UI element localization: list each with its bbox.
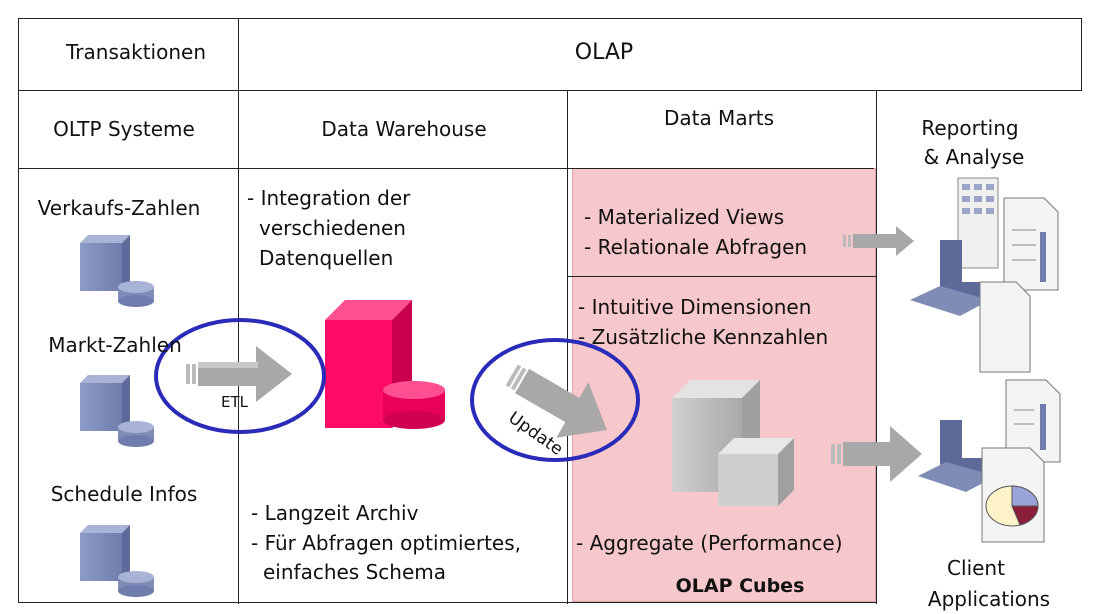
dwh-integration-line-2: verschiedenen bbox=[259, 216, 406, 240]
data-warehouse-server-icon bbox=[325, 300, 445, 429]
marts-dimensions-line-1: - Intuitive Dimensionen bbox=[578, 295, 812, 319]
server-icon-markt bbox=[80, 375, 154, 447]
dwh-integration-line-1: - Integration der bbox=[247, 186, 411, 210]
column-header-divider bbox=[18, 168, 874, 169]
dwh-integration-line-3: Datenquellen bbox=[259, 246, 394, 270]
header-divider bbox=[18, 90, 1082, 91]
column-header-dwh: Data Warehouse bbox=[321, 117, 487, 141]
marts-views-line-1: - Materialized Views bbox=[584, 205, 785, 229]
report-documents-icon bbox=[910, 177, 1059, 373]
views-to-reporting-arrow bbox=[843, 226, 914, 256]
cubes-to-client-arrow bbox=[831, 426, 922, 482]
etl-ellipse bbox=[154, 318, 326, 434]
etl-label: ETL bbox=[221, 393, 248, 411]
client-applications-icon bbox=[918, 379, 1061, 543]
marts-views-line-2: - Relationale Abfragen bbox=[584, 235, 808, 259]
client-label-1: Client bbox=[947, 556, 1005, 580]
column-header-reporting-1: Reporting bbox=[921, 116, 1019, 140]
source-label-verkauf: Verkaufs-Zahlen bbox=[37, 196, 201, 220]
olap-header: OLAP bbox=[574, 40, 634, 65]
outer-right-border bbox=[1081, 18, 1082, 91]
dwh-archive-line-3: einfaches Schema bbox=[263, 560, 446, 584]
client-label-2: Applications bbox=[927, 587, 1051, 611]
server-icon-schedule bbox=[80, 525, 154, 597]
divider-oltp-dwh bbox=[238, 18, 239, 604]
divider-marts-reporting bbox=[876, 90, 877, 604]
update-ellipse bbox=[470, 338, 640, 462]
transaktionen-header: Transaktionen bbox=[66, 40, 206, 64]
bottom-border bbox=[18, 602, 876, 603]
olap-server-icon bbox=[672, 380, 794, 506]
divider-dwh-marts bbox=[567, 90, 568, 604]
column-header-reporting-2: & Analyse bbox=[923, 145, 1025, 169]
outer-top-border bbox=[18, 18, 1082, 19]
update-arrow bbox=[505, 364, 607, 438]
outer-left-border bbox=[18, 18, 19, 602]
column-header-marts: Data Marts bbox=[663, 106, 775, 130]
source-label-markt: Markt-Zahlen bbox=[48, 333, 182, 357]
olap-cubes-label: OLAP Cubes bbox=[675, 575, 805, 597]
marts-aggregate-text: - Aggregate (Performance) bbox=[576, 531, 843, 555]
dwh-archive-line-1: - Langzeit Archiv bbox=[251, 501, 419, 525]
marts-split-line bbox=[567, 276, 876, 277]
dwh-archive-line-2: - Für Abfragen optimiertes, bbox=[251, 531, 521, 555]
server-icon-verkauf bbox=[80, 235, 154, 307]
marts-dimensions-line-2: - Zusätzliche Kennzahlen bbox=[578, 325, 829, 349]
source-label-schedule: Schedule Infos bbox=[50, 482, 198, 506]
column-header-oltp: OLTP Systeme bbox=[53, 117, 195, 141]
etl-arrow bbox=[186, 346, 292, 402]
